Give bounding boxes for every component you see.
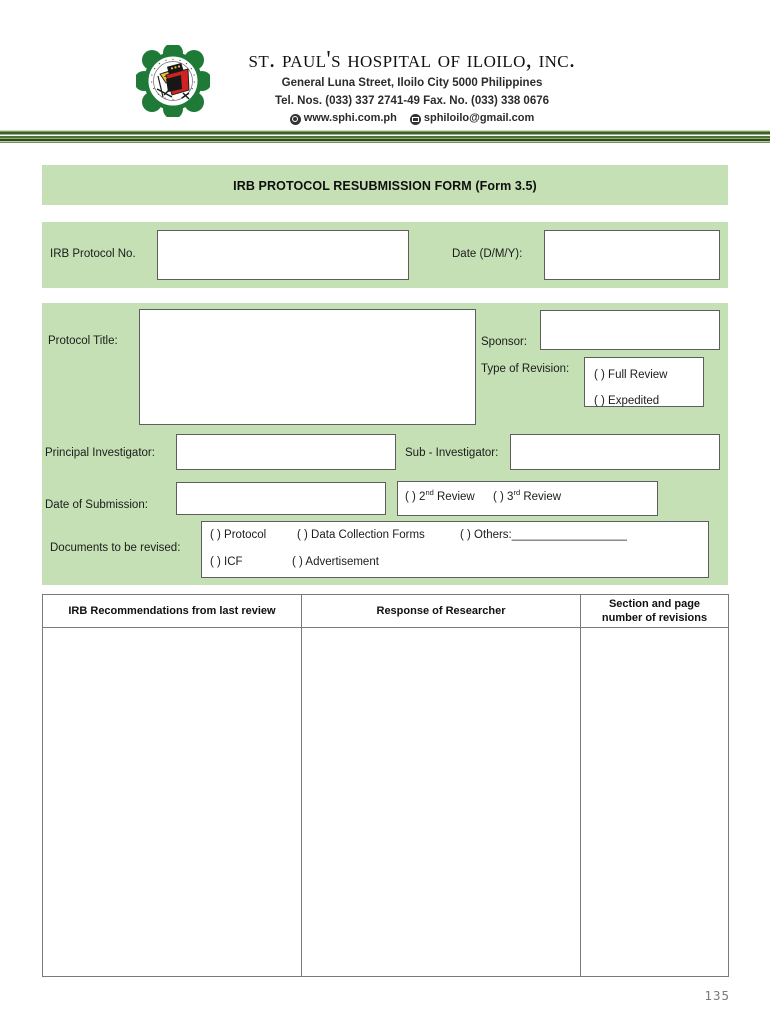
page-title: IRB PROTOCOL RESUBMISSION FORM (Form 3.5… xyxy=(233,179,537,193)
irb-protocol-no-label: IRB Protocol No. xyxy=(50,248,136,260)
sub-investigator-input[interactable] xyxy=(510,434,720,470)
hospital-contact-line: www.sphi.com.ph sphiloilo@gmail.com xyxy=(222,111,602,126)
irb-protocol-no-input[interactable] xyxy=(157,230,409,280)
letterhead: St. Paul's Hospital of Iloilo, Inc. Gene… xyxy=(0,0,770,125)
documents-options[interactable] xyxy=(201,521,709,578)
date-of-submission-input[interactable] xyxy=(176,482,386,515)
option-expedited[interactable]: ( ) Expedited xyxy=(594,395,660,407)
sponsor-input[interactable] xyxy=(540,310,720,350)
envelope-icon xyxy=(409,113,421,125)
option-icf[interactable]: ( ) ICF xyxy=(210,556,243,568)
column-header-irb-recommendations: IRB Recommendations from last review xyxy=(68,604,276,617)
column-header-line2: number of revisions xyxy=(601,611,708,624)
recommendations-table: IRB Recommendations from last review Res… xyxy=(42,594,729,977)
table-header-row xyxy=(43,595,728,628)
sub-investigator-label: Sub - Investigator: xyxy=(405,447,499,459)
option-third-review[interactable]: ( ) 3rd Review xyxy=(493,488,562,503)
principal-investigator-input[interactable] xyxy=(176,434,396,470)
hospital-identity: St. Paul's Hospital of Iloilo, Inc. Gene… xyxy=(222,47,602,126)
principal-investigator-label: Principal Investigator: xyxy=(45,447,155,459)
option-advertisement[interactable]: ( ) Advertisement xyxy=(292,556,379,568)
option-full-review[interactable]: ( ) Full Review xyxy=(594,369,668,381)
column-header-section-and-page: Section and page number of revisions xyxy=(581,595,728,628)
date-of-submission-label: Date of Submission: xyxy=(45,499,148,511)
option-data-collection-forms[interactable]: ( ) Data Collection Forms xyxy=(297,529,425,541)
review-round-options[interactable] xyxy=(397,481,658,516)
option-protocol[interactable]: ( ) Protocol xyxy=(210,529,267,541)
option-others[interactable]: ( ) Others:__________________ xyxy=(460,529,627,541)
hospital-address: General Luna Street, Iloilo City 5000 Ph… xyxy=(281,77,543,90)
type-of-revision-options[interactable] xyxy=(584,357,704,407)
hospital-crest-logo xyxy=(136,45,210,117)
column-divider-2 xyxy=(580,595,581,976)
column-header-line1: Section and page xyxy=(608,597,701,610)
sponsor-label: Sponsor: xyxy=(481,336,528,348)
form-title-bar: IRB PROTOCOL RESUBMISSION FORM (Form 3.5… xyxy=(42,165,728,205)
date-label: Date (D/M/Y): xyxy=(452,248,523,260)
globe-icon xyxy=(289,113,301,125)
protocol-title-input[interactable] xyxy=(139,309,476,425)
option-second-review[interactable]: ( ) 2nd Review xyxy=(405,488,475,503)
hospital-website: www.sphi.com.ph xyxy=(303,111,397,124)
column-header-response-of-researcher: Response of Researcher xyxy=(376,604,506,617)
page-number: 135 xyxy=(704,988,730,1003)
documents-to-be-revised-label: Documents to be revised: xyxy=(50,542,181,554)
protocol-title-label: Protocol Title: xyxy=(48,335,118,347)
type-of-revision-label: Type of Revision: xyxy=(481,363,570,375)
hospital-name: St. Paul's Hospital of Iloilo, Inc. xyxy=(248,47,576,73)
date-input[interactable] xyxy=(544,230,720,280)
header-divider xyxy=(0,130,770,143)
hospital-email: sphiloilo@gmail.com xyxy=(423,111,535,124)
hospital-phone: Tel. Nos. (033) 337 2741-49 Fax. No. (03… xyxy=(274,95,550,108)
column-divider-1 xyxy=(301,595,302,976)
